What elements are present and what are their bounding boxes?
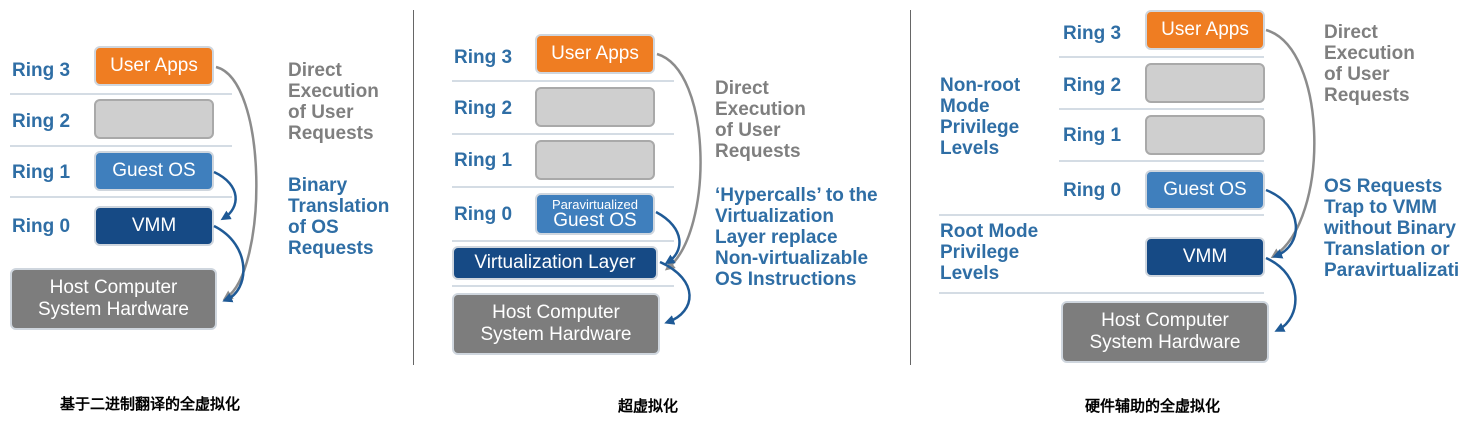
ring-separator [10, 145, 232, 147]
note-direct-execution: Direct Execution of User Requests [1324, 22, 1415, 106]
ring-separator [1059, 108, 1264, 110]
guest-os-label: Guest OS [112, 160, 196, 182]
note-trap-to-vmm: OS Requests Trap to VMM without Binary T… [1324, 176, 1460, 281]
user-apps-label: User Apps [1161, 19, 1249, 41]
vmm-label: VMM [131, 215, 177, 237]
ring-0-label: Ring 0 [12, 216, 71, 237]
ring-separator [452, 240, 674, 242]
ring-1-empty-box [1145, 115, 1265, 155]
ring-separator [1059, 160, 1264, 162]
panel-binary-translation: Ring 3 Ring 2 Ring 1 Ring 0 User Apps Gu… [0, 0, 412, 423]
ring-1-label: Ring 1 [1063, 125, 1122, 146]
vmm-box: VMM [1145, 237, 1265, 277]
ring-separator [10, 93, 232, 95]
caption: 硬件辅助的全虚拟化 [1085, 398, 1221, 415]
ring-separator [1059, 56, 1264, 58]
vmm-label: VMM [1182, 246, 1228, 268]
ring-separator [452, 285, 674, 287]
paravirtualized-label: Paravirtualized [552, 196, 638, 212]
ring-separator [10, 196, 232, 198]
host-hardware-box: Host Computer System Hardware [452, 293, 660, 355]
note-binary-translation: Binary Translation of OS Requests [288, 175, 390, 259]
ring-2-label: Ring 2 [1063, 75, 1122, 96]
panel-divider [910, 10, 911, 365]
caption: 超虚拟化 [618, 398, 679, 415]
user-apps-box: User Apps [94, 46, 214, 86]
host-hardware-box: Host Computer System Hardware [10, 268, 217, 330]
caption: 基于二进制翻译的全虚拟化 [60, 396, 241, 413]
ring-1-label: Ring 1 [12, 162, 71, 183]
guest-os-box: Guest OS [94, 151, 214, 191]
root-mode-label: Root Mode Privilege Levels [940, 221, 1039, 284]
ring-2-label: Ring 2 [454, 98, 513, 119]
ring-3-label: Ring 3 [454, 47, 513, 68]
virtualization-layer-box: Virtualization Layer [452, 246, 658, 280]
guest-os-box: Guest OS [1145, 170, 1265, 210]
ring-2-empty-box [535, 87, 655, 127]
mode-separator [939, 214, 1264, 216]
paravirtualized-guest-os-box: Paravirtualized Guest OS [535, 193, 655, 235]
ring-2-label: Ring 2 [12, 111, 71, 132]
ring-0-label: Ring 0 [454, 204, 513, 225]
note-hypercalls: ‘Hypercalls’ to the Virtualization Layer… [715, 185, 878, 290]
mode-separator [939, 292, 1264, 294]
ring-separator [452, 133, 674, 135]
user-apps-label: User Apps [551, 43, 639, 65]
ring-separator [452, 80, 674, 82]
user-apps-box: User Apps [1145, 10, 1265, 50]
panel-paravirtualization: Ring 3 Ring 2 Ring 1 Ring 0 User Apps Pa… [414, 0, 910, 423]
ring-3-label: Ring 3 [12, 60, 71, 81]
guest-os-label: Guest OS [553, 209, 637, 231]
user-apps-label: User Apps [110, 55, 198, 77]
virtualization-layer-label: Virtualization Layer [474, 252, 636, 274]
hardware-line-1: Host Computer [1101, 310, 1229, 332]
hardware-line-2: System Hardware [38, 299, 189, 320]
ring-3-label: Ring 3 [1063, 23, 1122, 44]
panel-hardware-assisted: Non-root Mode Privilege Levels Root Mode… [911, 0, 1478, 423]
ring-2-empty-box [1145, 63, 1265, 103]
note-direct-execution: Direct Execution of User Requests [715, 78, 806, 162]
user-apps-box: User Apps [535, 34, 655, 74]
hardware-line-2: System Hardware [1089, 332, 1241, 353]
ring-1-empty-box [535, 140, 655, 180]
ring-0-label: Ring 0 [1063, 180, 1122, 201]
ring-2-empty-box [94, 99, 214, 139]
guest-os-label: Guest OS [1163, 179, 1247, 201]
vmm-box: VMM [94, 206, 214, 246]
ring-1-label: Ring 1 [454, 150, 513, 171]
hardware-line-1: Host Computer [49, 277, 178, 299]
hardware-line-2: System Hardware [480, 324, 632, 345]
non-root-mode-label: Non-root Mode Privilege Levels [940, 75, 1021, 159]
hardware-line-1: Host Computer [492, 302, 620, 324]
host-hardware-box: Host Computer System Hardware [1061, 301, 1269, 363]
note-direct-execution: Direct Execution of User Requests [288, 60, 379, 144]
panel-divider [413, 10, 414, 365]
ring-separator [452, 186, 674, 188]
